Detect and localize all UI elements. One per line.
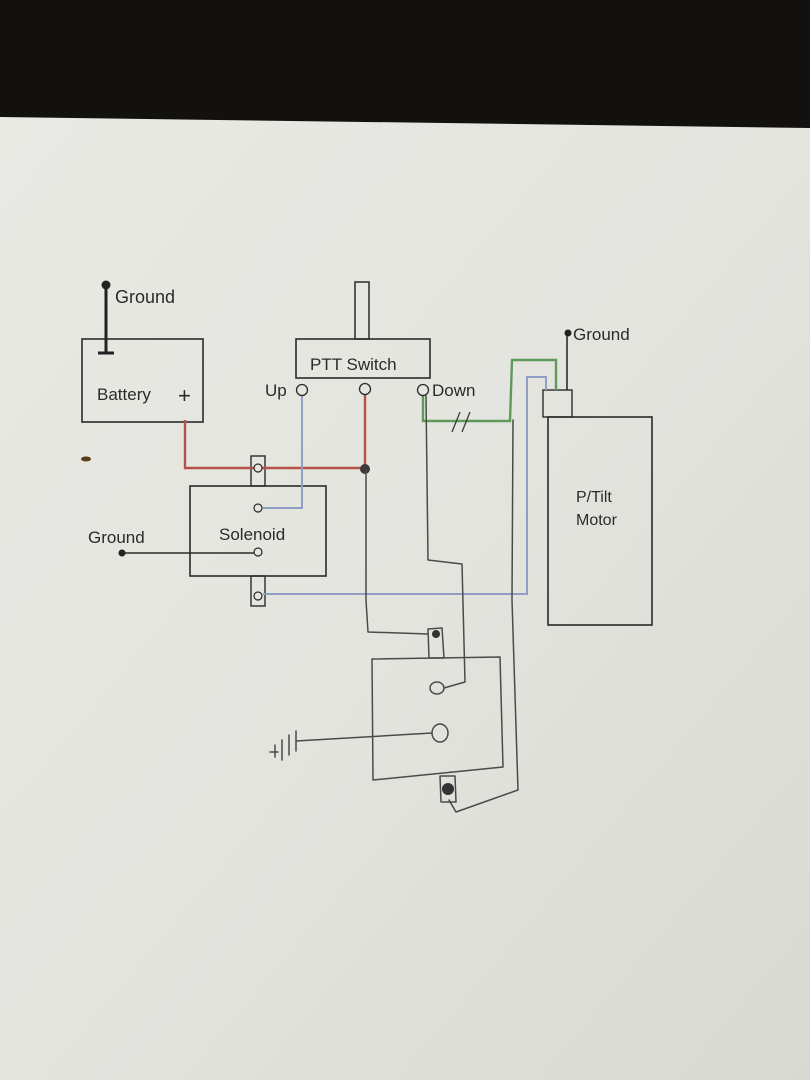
- solenoid-ground-label: Ground: [88, 528, 145, 547]
- down-signal-wire: [421, 358, 558, 423]
- ptt-down-label: Down: [432, 381, 475, 400]
- solenoid-bottom-stud: [250, 575, 266, 607]
- ptt-terminals: [295, 382, 430, 397]
- solenoid-output-wire: [263, 376, 547, 595]
- paper-spot: [81, 456, 91, 462]
- battery-ground-label: Ground: [115, 287, 175, 307]
- motor-box: [547, 416, 653, 626]
- battery-positive-terminal: +: [178, 383, 191, 408]
- battery-box: [81, 338, 204, 423]
- motor-label-line2: Motor: [576, 512, 618, 529]
- ptt-switch-box: [295, 338, 431, 379]
- motor-label-line1: P/Tilt: [576, 489, 612, 506]
- relay-bottom-terminal: [442, 783, 454, 795]
- solenoid-label: Solenoid: [219, 525, 285, 544]
- solenoid-top-stud: [250, 455, 266, 487]
- battery-ground: Ground: [98, 280, 175, 355]
- solenoid-terminals: [253, 463, 263, 601]
- junction-dot: [360, 464, 370, 474]
- motor-ground: Ground: [564, 325, 630, 390]
- paper-sheet: [0, 117, 810, 1080]
- hand-drawn-wiring: [269, 395, 519, 813]
- wire-break-mark: [451, 411, 471, 433]
- battery-label: Battery: [97, 385, 151, 404]
- up-signal-wire: [263, 392, 303, 509]
- relay-top-terminal: [432, 630, 440, 638]
- background-dark: [0, 0, 810, 130]
- solenoid-ground: Ground: [88, 528, 258, 557]
- ptt-up-label: Up: [265, 381, 287, 400]
- ptt-switch-label: PTT Switch: [310, 355, 397, 374]
- motor-terminal-block: [542, 389, 573, 418]
- motor-ground-label: Ground: [573, 325, 630, 344]
